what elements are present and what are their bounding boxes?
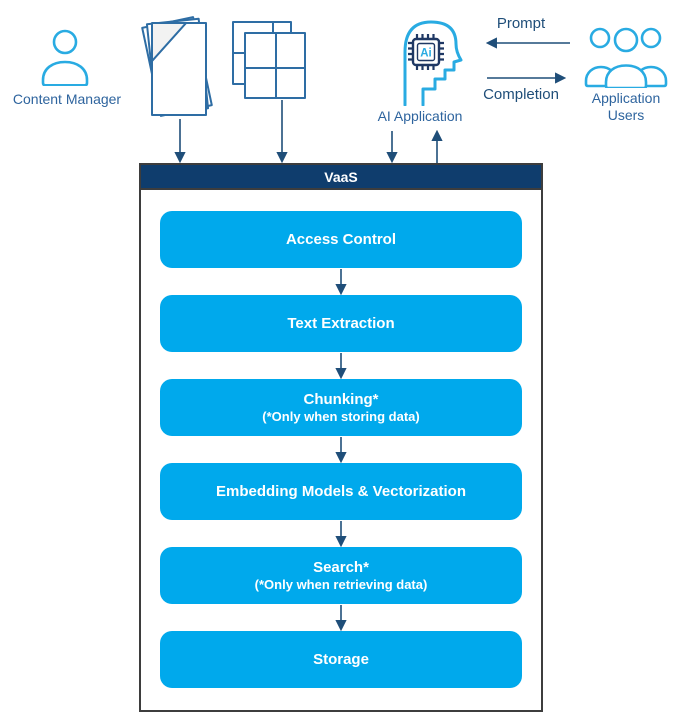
- step-note: (*Only when storing data): [262, 409, 420, 424]
- person-icon: [41, 29, 89, 86]
- step-embedding-vectorization: Embedding Models & Vectorization: [160, 463, 522, 520]
- application-users-label: Application Users: [591, 90, 661, 123]
- vaas-container: VaaS Access Control Text Extraction Chun…: [139, 163, 543, 712]
- step-title: Storage: [313, 651, 369, 668]
- documents-stack-icon: [141, 16, 213, 117]
- prompt-label: Prompt: [496, 15, 546, 32]
- completion-label: Completion: [483, 86, 559, 103]
- step-access-control: Access Control: [160, 211, 522, 268]
- ai-chip-text: Ai: [420, 48, 432, 60]
- step-chunking: Chunking* (*Only when storing data): [160, 379, 522, 436]
- step-search: Search* (*Only when retrieving data): [160, 547, 522, 604]
- step-title: Embedding Models & Vectorization: [215, 483, 467, 500]
- data-grid-icon: [232, 21, 306, 99]
- vaas-header-title: VaaS: [141, 165, 541, 190]
- ai-application-label: AI Application: [377, 108, 463, 124]
- content-manager-label: Content Manager: [12, 91, 122, 107]
- step-text-extraction: Text Extraction: [160, 295, 522, 352]
- step-storage: Storage: [160, 631, 522, 688]
- step-title: Chunking*: [303, 391, 379, 408]
- user-group-icon: [584, 27, 668, 88]
- step-note: (*Only when retrieving data): [254, 577, 428, 592]
- step-title: Search*: [313, 559, 369, 576]
- step-title: Access Control: [285, 231, 397, 248]
- ai-head-chip-icon: Ai: [403, 20, 463, 106]
- step-title: Text Extraction: [287, 315, 395, 332]
